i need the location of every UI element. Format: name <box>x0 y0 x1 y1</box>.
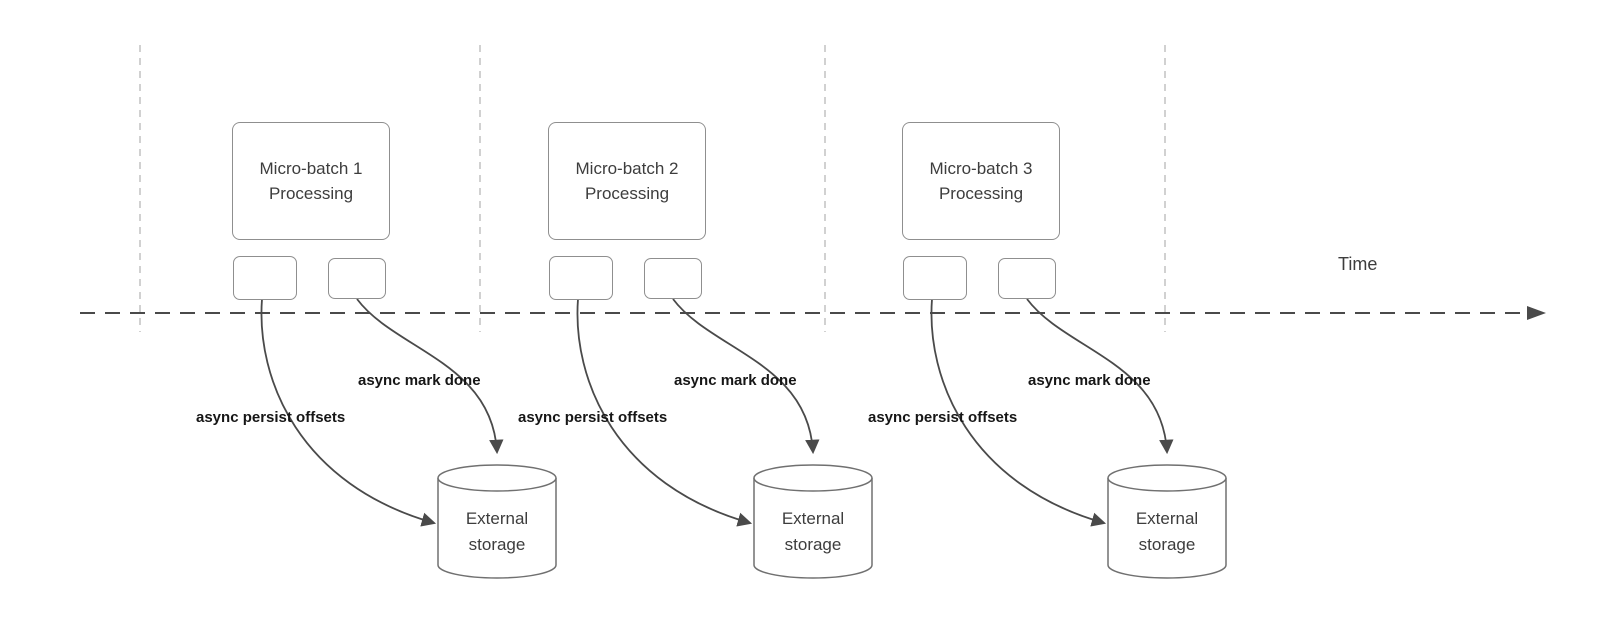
persist-offsets-arrow <box>930 298 1107 527</box>
persist-offsets-label: async persist offsets <box>196 409 346 426</box>
batch-box-title-line2: Processing <box>584 184 670 203</box>
batch-box-title-line2: Processing <box>268 184 354 203</box>
persist-offsets-arrow <box>576 298 753 527</box>
mark-done-label: async mark done <box>358 372 481 389</box>
batch-box-1: Micro-batch 1 Processing <box>232 122 390 240</box>
mark-done-label: async mark done <box>1028 372 1151 389</box>
persist-offsets-box <box>903 256 967 300</box>
batch-group-2-graphics <box>576 298 873 579</box>
persist-offsets-box <box>549 256 613 300</box>
batch-group-3-graphics <box>930 298 1227 579</box>
mark-done-arrow <box>356 298 504 455</box>
time-axis-arrowhead-icon <box>1527 306 1546 320</box>
external-storage-cylinder-body <box>437 478 557 579</box>
batch-box-title-line1: Micro-batch 3 <box>929 158 1033 178</box>
external-storage-cylinder-top <box>753 464 873 492</box>
mark-done-label: async mark done <box>674 372 797 389</box>
batch-group-1-graphics <box>260 298 557 579</box>
persist-offsets-box <box>233 256 297 300</box>
mark-done-box <box>644 258 702 299</box>
time-label: Time <box>1338 254 1378 274</box>
external-storage-label: External storage <box>781 509 845 554</box>
mark-done-arrow <box>672 298 820 455</box>
persist-offsets-label: async persist offsets <box>868 409 1018 426</box>
external-storage-label: External storage <box>1135 509 1199 554</box>
external-storage-cylinder-body <box>1107 478 1227 579</box>
batch-box-3: Micro-batch 3 Processing <box>902 122 1060 240</box>
external-storage-label: External storage <box>465 509 529 554</box>
batch-box-title-line1: Micro-batch 1 <box>259 158 363 178</box>
batch-box-title-line1: Micro-batch 2 <box>575 158 679 178</box>
persist-offsets-arrow <box>260 298 437 527</box>
batch-box-2: Micro-batch 2 Processing <box>548 122 706 240</box>
persist-offsets-label: async persist offsets <box>518 409 668 426</box>
mark-done-arrow <box>1026 298 1174 455</box>
mark-done-box <box>328 258 386 299</box>
external-storage-cylinder-body <box>753 478 873 579</box>
batch-box-title-line2: Processing <box>938 184 1024 203</box>
external-storage-cylinder-top <box>1107 464 1227 492</box>
time-axis <box>80 306 1546 320</box>
mark-done-box <box>998 258 1056 299</box>
external-storage-cylinder-top <box>437 464 557 492</box>
